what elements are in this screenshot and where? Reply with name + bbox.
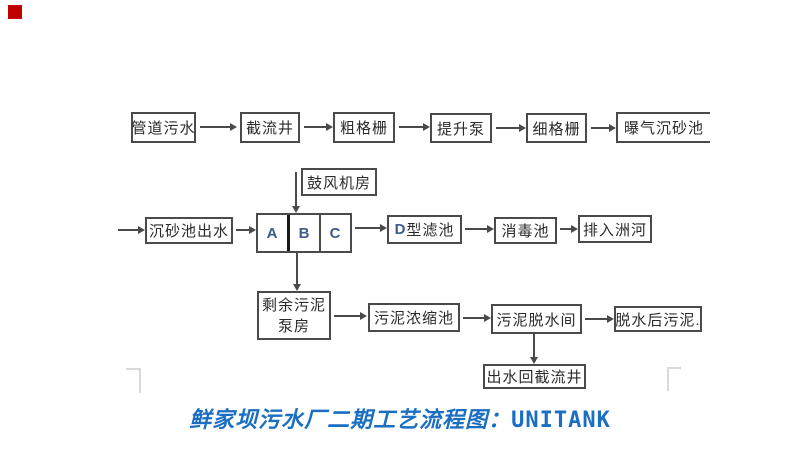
- arrow-head-right-icon: [423, 123, 430, 131]
- unitank-cell-c: C: [319, 215, 350, 251]
- node-label: 提升泵: [436, 120, 485, 138]
- node-label: 鼓风机房: [306, 174, 371, 192]
- node-unitank-abc: A B C: [256, 213, 352, 253]
- caption-text-en: UNITANK: [511, 408, 611, 433]
- arrow-line: [236, 229, 249, 231]
- node-surplus-sludge-pump-house: 剩余污泥 泵房: [257, 291, 331, 340]
- arrow-line: [463, 317, 484, 319]
- arrow-head-down-icon: [292, 206, 300, 213]
- arrow-line: [560, 228, 571, 230]
- node-label: 脱水后污泥.: [615, 311, 701, 329]
- cell-label: C: [329, 224, 342, 242]
- node-sludge-dewatering-room: 污泥脱水间: [491, 304, 582, 334]
- node-label-d: D: [394, 221, 407, 238]
- node-aerated-grit-chamber: 曝气沉砂池: [616, 112, 710, 143]
- arrow-head-right-icon: [609, 124, 616, 132]
- arrow-line: [200, 126, 230, 128]
- arrow-line: [533, 334, 535, 357]
- node-pipe-sewage: 管道污水: [131, 112, 196, 143]
- node-label: 曝气沉砂池: [623, 120, 704, 137]
- node-label: 出水回截流井: [486, 369, 583, 386]
- node-intercept-well: 截流井: [240, 112, 300, 143]
- node-dewatered-sludge: 脱水后污泥.: [614, 306, 702, 332]
- arrow-line: [295, 172, 297, 206]
- arrow-line: [296, 253, 298, 284]
- node-label: 污泥浓缩池: [373, 310, 454, 327]
- node-label: 消毒池: [501, 223, 550, 240]
- node-label: 截流井: [245, 120, 294, 137]
- arrow-line: [585, 318, 607, 320]
- node-label-line1: 剩余污泥: [261, 296, 326, 314]
- node-label: 排入洲河: [582, 221, 647, 239]
- node-label: 细格栅: [532, 120, 581, 138]
- node-label: 型滤池: [406, 222, 455, 239]
- arrow-line: [465, 228, 487, 230]
- arrow-head-right-icon: [138, 226, 145, 234]
- node-label: 粗格栅: [339, 120, 388, 137]
- page-corner-mark-right: [667, 367, 669, 391]
- arrow-head-right-icon: [360, 312, 367, 320]
- arrow-head-right-icon: [380, 224, 387, 232]
- node-discharge-to-river: 排入洲河: [578, 215, 652, 243]
- page-corner-mark-left: [126, 368, 141, 370]
- unitank-cell-b: B: [287, 215, 319, 251]
- node-lift-pump: 提升泵: [430, 113, 492, 143]
- arrow-line: [355, 227, 380, 229]
- node-return-to-intercept-well: 出水回截流井: [483, 364, 586, 389]
- arrow-head-right-icon: [484, 314, 491, 322]
- node-fine-screen: 细格栅: [526, 113, 587, 143]
- node-sludge-thickening-tank: 污泥浓缩池: [368, 303, 460, 332]
- arrow-line: [496, 127, 519, 129]
- node-label: 污泥脱水间: [496, 311, 577, 329]
- arrow-line: [304, 126, 326, 128]
- node-grit-chamber-outflow: 沉砂池出水: [145, 217, 233, 244]
- arrow-head-right-icon: [326, 123, 333, 131]
- arrow-line: [591, 127, 609, 129]
- arrow-line: [334, 315, 360, 317]
- arrow-head-right-icon: [571, 225, 578, 233]
- arrow-head-right-icon: [607, 315, 614, 323]
- arrow-head-right-icon: [249, 226, 256, 234]
- node-blower-room: 鼓风机房: [301, 168, 377, 196]
- node-disinfection-tank: 消毒池: [494, 217, 557, 244]
- arrow-head-down-icon: [530, 357, 538, 364]
- node-label: 沉砂池出水: [148, 223, 229, 240]
- arrow-head-right-icon: [519, 124, 526, 132]
- node-label: 管道污水: [131, 120, 196, 137]
- node-d-type-filter: D 型滤池: [387, 215, 462, 244]
- arrow-head-right-icon: [230, 123, 237, 131]
- caption-text-zh: 鲜家坝污水厂二期工艺流程图：: [189, 407, 512, 432]
- figure-caption: 鲜家坝污水厂二期工艺流程图：UNITANK: [0, 402, 800, 434]
- arrow-head-right-icon: [487, 225, 494, 233]
- node-label-line2: 泵房: [277, 317, 310, 335]
- page-corner-mark-right: [667, 367, 681, 369]
- red-square-marker: [8, 5, 22, 19]
- unitank-cell-a: A: [258, 215, 287, 251]
- page-corner-mark-left: [139, 368, 141, 393]
- arrow-line: [399, 126, 423, 128]
- arrow-line: [118, 229, 138, 231]
- cell-label: B: [298, 224, 311, 242]
- cell-label: A: [266, 224, 279, 242]
- arrow-head-down-icon: [293, 284, 301, 291]
- node-coarse-screen: 粗格栅: [333, 112, 395, 143]
